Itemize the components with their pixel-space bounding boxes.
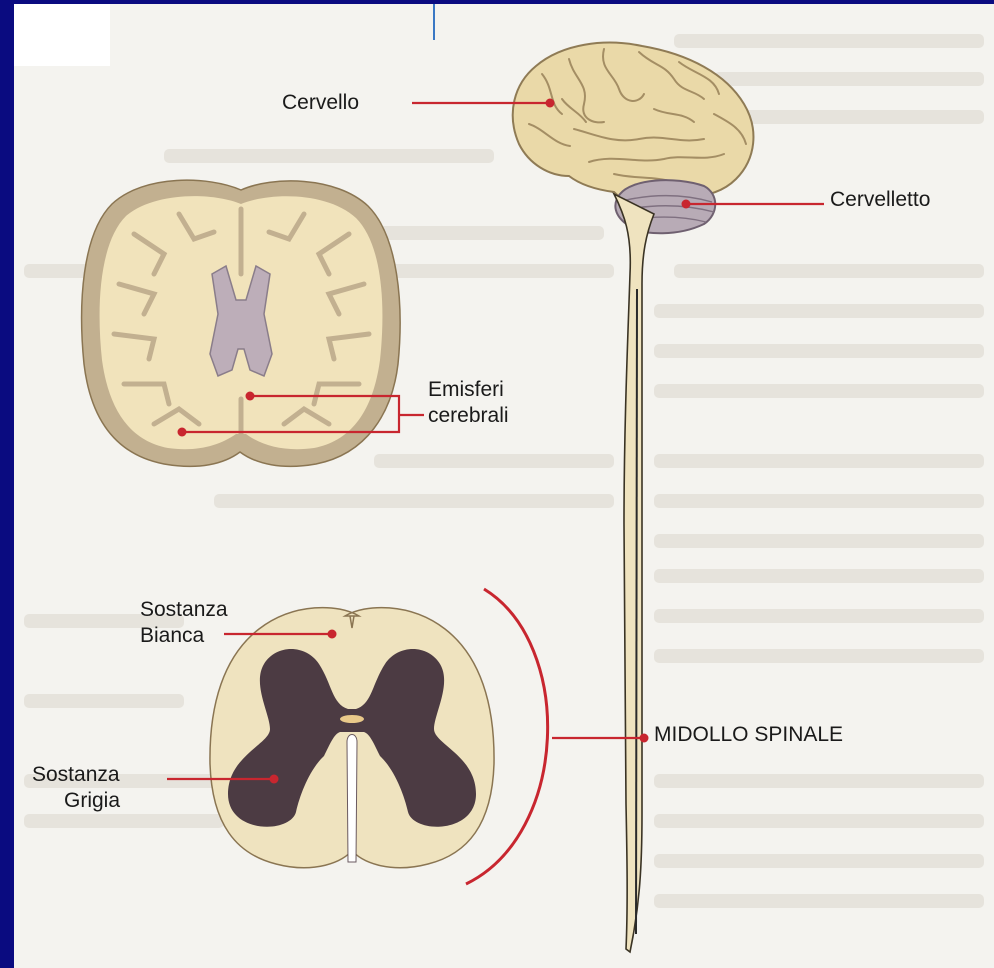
label-emisferi-line2: cerebrali bbox=[428, 404, 509, 428]
central-canal bbox=[340, 715, 364, 723]
label-emisferi-line1: Emisferi bbox=[428, 378, 504, 402]
spinal-cord-edge bbox=[636, 289, 637, 934]
label-cervello: Cervello bbox=[282, 91, 359, 115]
label-midollo-spinale: MIDOLLO SPINALE bbox=[654, 723, 843, 747]
label-grigia-line1: Sostanza bbox=[32, 763, 120, 787]
label-grigia-line2: Grigia bbox=[64, 789, 120, 813]
anterior-fissure bbox=[347, 735, 357, 863]
label-bianca-line1: Sostanza bbox=[140, 598, 228, 622]
spinal-cord-shape bbox=[614, 194, 654, 952]
brain-section-illustration bbox=[82, 180, 400, 466]
label-cervelletto: Cervelletto bbox=[830, 188, 930, 212]
cerebrum-shape bbox=[513, 43, 754, 206]
spinal-cross-section bbox=[210, 608, 494, 868]
diagram-panel: Cervello Cervelletto Emisferi cerebrali … bbox=[14, 4, 994, 968]
label-bianca-line2: Bianca bbox=[140, 624, 204, 648]
nervous-system-illustration bbox=[14, 4, 994, 968]
